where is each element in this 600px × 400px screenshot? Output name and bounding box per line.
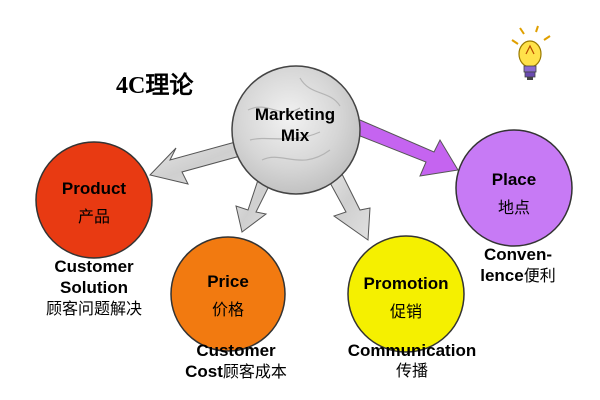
convenience-line1: Conven-: [484, 245, 552, 264]
customer-cost-line2-en: Cost: [185, 362, 223, 382]
center-line1: Marketing: [254, 105, 336, 124]
place-circle: [455, 129, 573, 247]
customer-solution-line1: Customer: [54, 257, 134, 276]
page-title: 4C理论: [116, 73, 194, 99]
place-label: Place 地点: [464, 170, 564, 218]
lightbulb-icon: [511, 25, 551, 80]
convenience-line2-en: lence: [480, 266, 524, 286]
product-en: Product: [61, 179, 127, 198]
convenience-line2-cn: 便利: [523, 266, 556, 286]
price-en: Price: [207, 272, 249, 291]
price-label: Price 价格: [178, 272, 278, 320]
customer-cost-label: Customer Cost顾客成本: [164, 340, 308, 383]
product-cn: 产品: [77, 207, 110, 226]
customer-cost-line1: Customer: [196, 341, 276, 360]
product-label: Product 产品: [44, 179, 144, 227]
communication-label: Communication 传播: [326, 340, 498, 381]
promotion-label: Promotion 促销: [346, 274, 466, 322]
price-circle: [170, 236, 286, 352]
promotion-circle: [347, 235, 465, 353]
center-line2: Mix: [280, 126, 310, 146]
arrow-to-place: [349, 119, 459, 177]
convenience-label: Conven- lence便利: [468, 244, 568, 287]
promotion-cn: 促销: [389, 302, 422, 321]
customer-solution-cn: 顾客问题解决: [45, 298, 142, 318]
place-cn: 地点: [497, 198, 530, 217]
center-label: Marketing Mix: [240, 104, 350, 147]
customer-solution-label: Customer Solution 顾客问题解决: [28, 256, 160, 319]
communication-line1: Communication: [347, 341, 477, 360]
marble-veins: [247, 77, 341, 161]
center-circle: [231, 65, 361, 195]
place-en: Place: [491, 170, 537, 189]
price-cn: 价格: [211, 300, 244, 319]
customer-solution-line2: Solution: [60, 278, 128, 298]
product-circle: [35, 141, 153, 259]
customer-cost-line2-cn: 顾客成本: [222, 362, 287, 382]
communication-cn: 传播: [395, 361, 428, 381]
promotion-en: Promotion: [363, 274, 449, 293]
